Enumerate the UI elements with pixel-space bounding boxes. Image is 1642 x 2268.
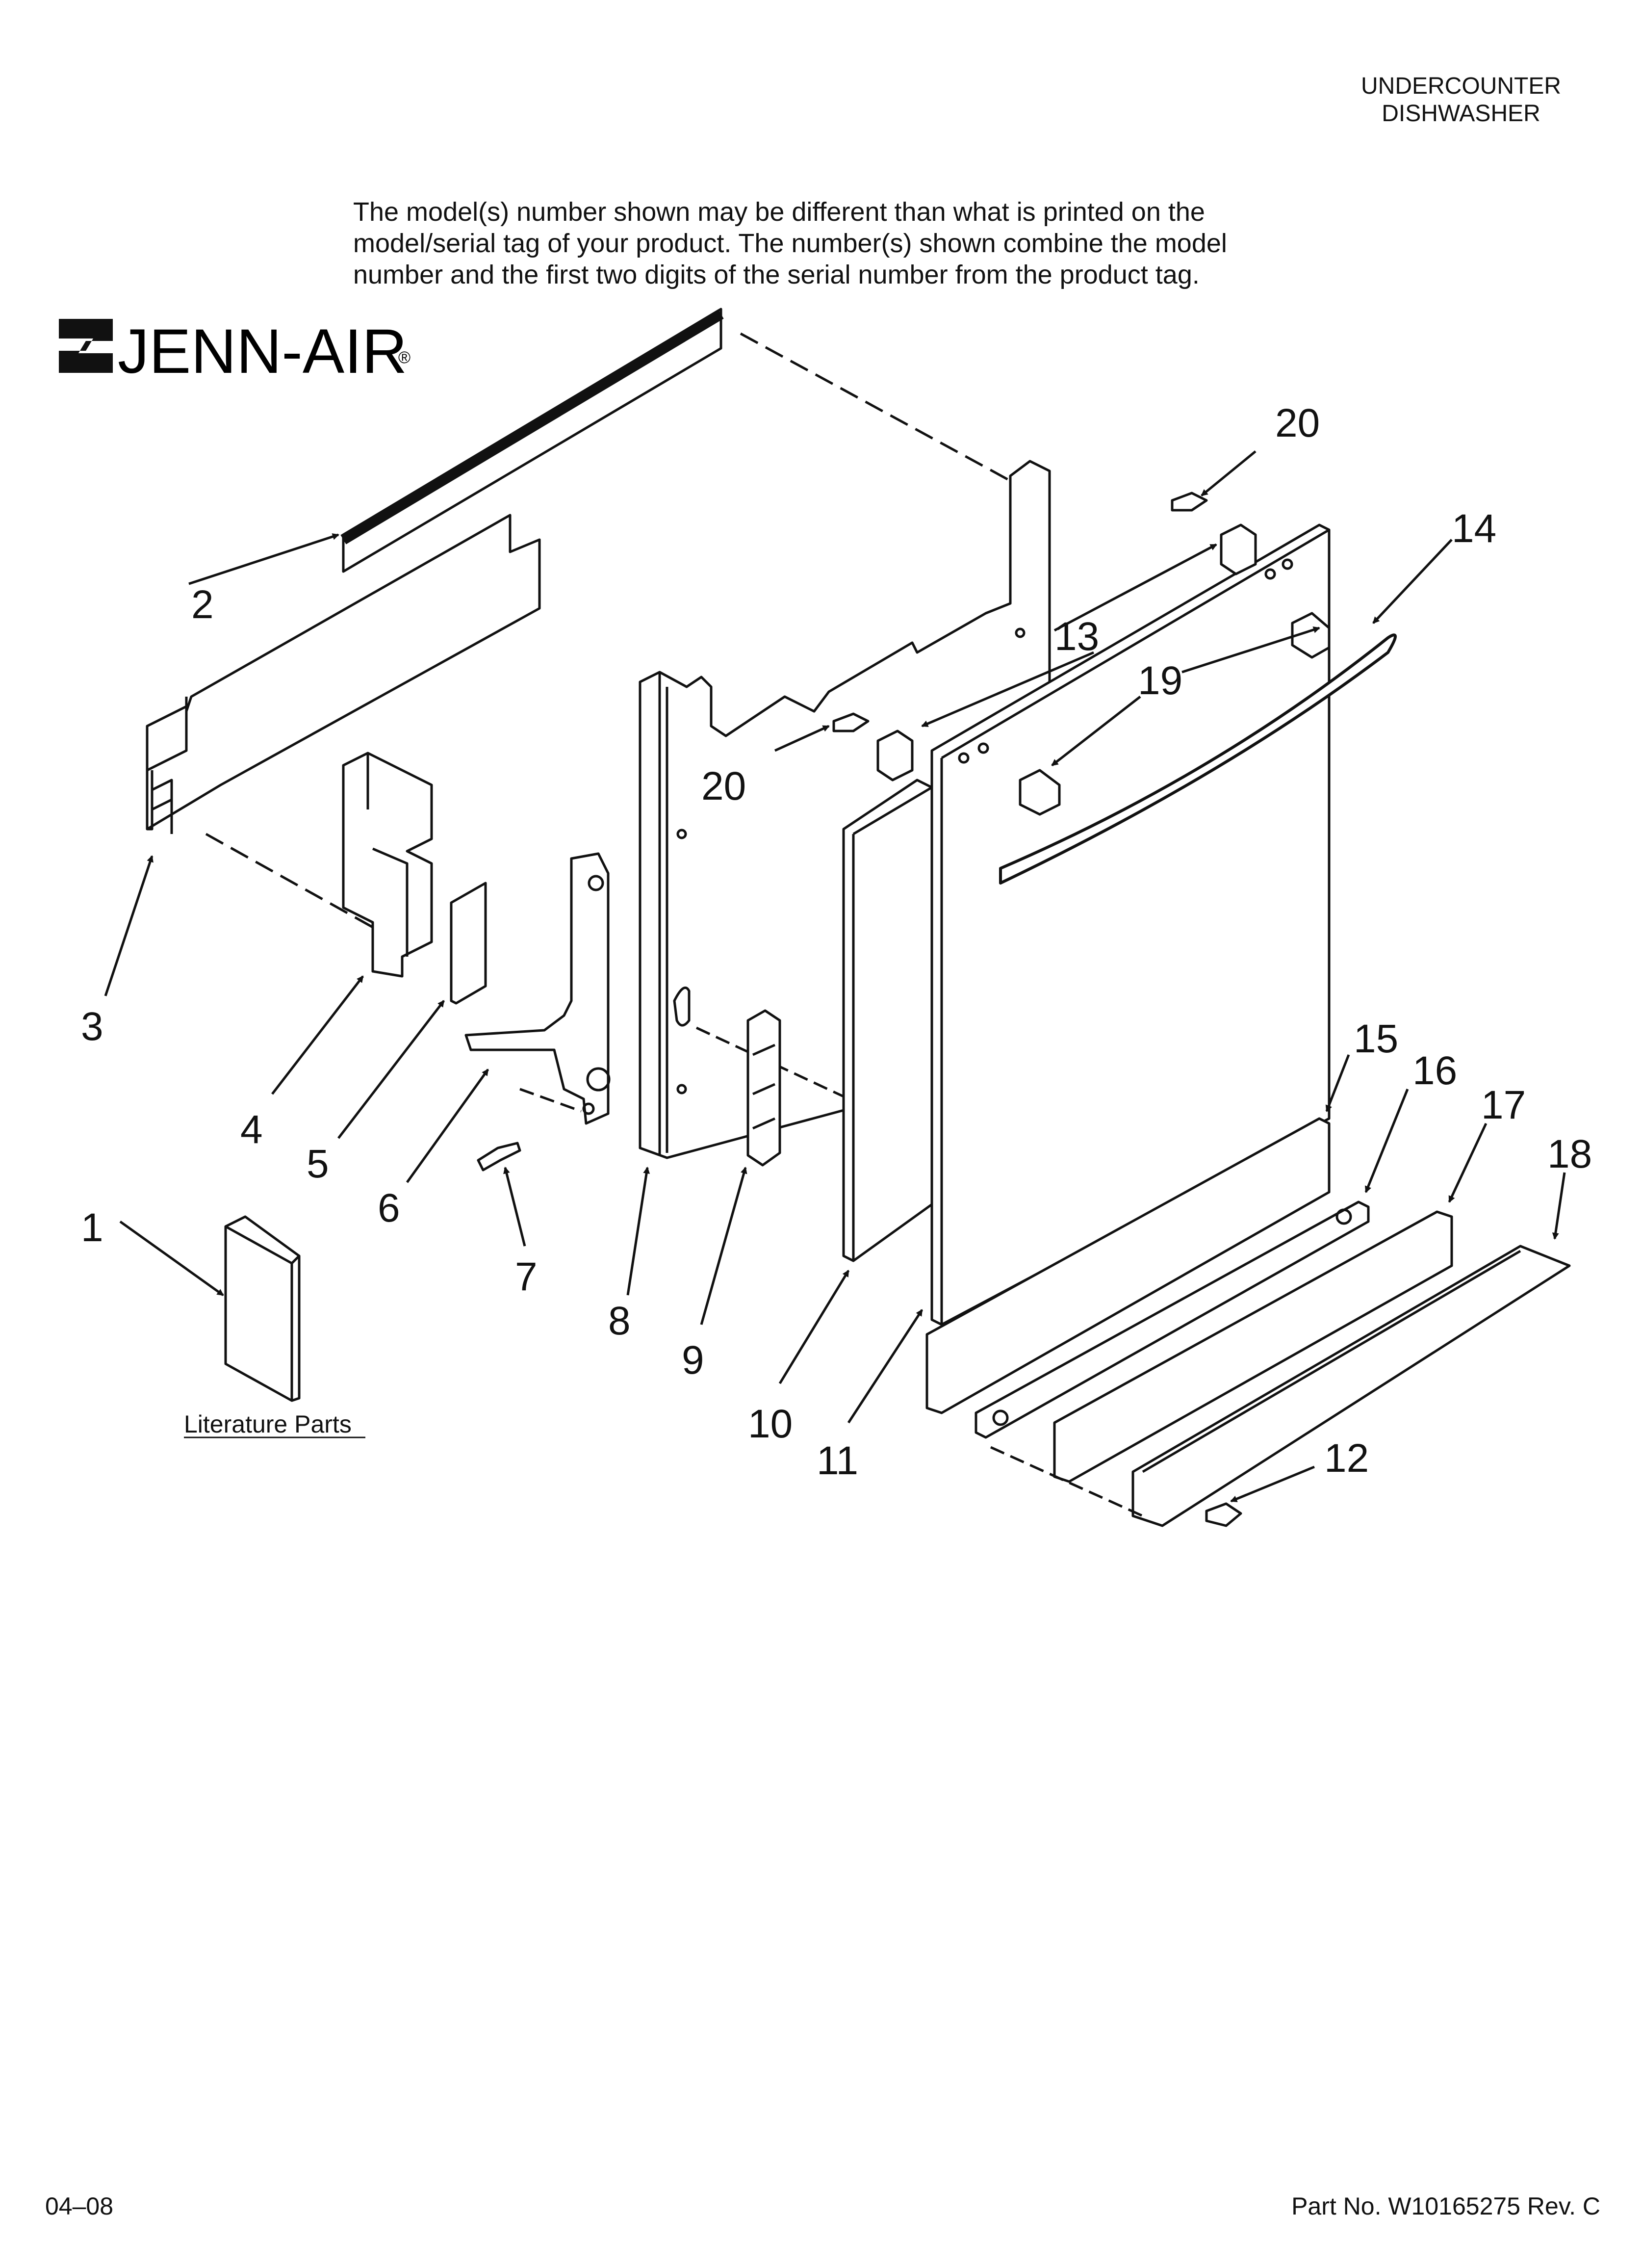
literature-parts-label: Literature Parts [184,1410,352,1438]
part-11-door-panel [930,523,1331,1326]
logo-mark-icon [59,319,113,373]
brand-name: JENN-AIR [118,316,407,387]
callout-19: 19 [1138,658,1182,703]
callout-9: 9 [682,1338,704,1382]
callout-18: 18 [1547,1132,1592,1176]
callout-7: 7 [515,1254,538,1299]
exploded-parts-diagram: JENN-AIR ® [59,308,1592,1527]
part-2-trim-strip [340,308,724,573]
part-3-spacer-panel [146,514,541,834]
notice-line-2: model/serial tag of your product. The nu… [353,229,1227,258]
callout-20-upper: 20 [1275,401,1320,445]
part-7-screw [477,1142,521,1172]
notice-line-3: number and the first two digits of the s… [353,260,1200,289]
brand-registered-mark: ® [398,348,410,367]
part-5-pad [450,882,487,1005]
part-18-kick-plate [1131,1245,1571,1527]
callout-10: 10 [748,1402,793,1446]
part-16-strip [975,1200,1370,1439]
callout-20-lower: 20 [701,764,746,808]
callout-2: 2 [191,582,214,627]
part-6-hinge-bracket [464,852,611,1125]
callout-16: 16 [1412,1048,1457,1093]
callout-17: 17 [1481,1083,1526,1127]
part-13-bracket-left [876,730,914,782]
callout-13: 13 [1054,614,1099,659]
notice-line-1: The model(s) number shown may be differe… [353,197,1205,227]
part-10-panel [842,779,933,1262]
part-19-mount-rear [1291,612,1331,659]
part-4-bracket [342,752,433,978]
part-1-literature [224,1215,301,1402]
model-number-notice: The model(s) number shown may be differe… [353,196,1334,290]
callout-4: 4 [240,1107,263,1152]
callout-8: 8 [608,1299,631,1343]
category-line-2: DISHWASHER [1382,101,1540,127]
part-20-screw-left [832,712,870,732]
callout-6: 6 [378,1186,400,1230]
callout-12: 12 [1324,1436,1369,1481]
callout-11: 11 [817,1438,858,1483]
part-15-lower-trim [925,1117,1331,1414]
part-20-screw-right [1171,492,1208,512]
part-9-clip [746,1009,781,1167]
document-category: UNDERCOUNTER DISHWASHER [1361,73,1561,128]
jenn-air-logo: JENN-AIR ® [59,316,410,387]
category-line-1: UNDERCOUNTER [1361,73,1561,99]
callout-15: 15 [1354,1017,1398,1061]
callout-3: 3 [81,1004,103,1049]
part-12-screw [1205,1502,1242,1527]
callout-5: 5 [307,1142,329,1186]
callout-1: 1 [81,1205,103,1250]
revision-date: 04–08 [45,2192,114,2220]
part-14-handle [999,633,1397,885]
part-19-mount-front [1019,769,1061,816]
callout-14: 14 [1452,506,1496,551]
part-number: Part No. W10165275 Rev. C [1291,2192,1600,2220]
part-13-bracket-right [1220,523,1257,575]
